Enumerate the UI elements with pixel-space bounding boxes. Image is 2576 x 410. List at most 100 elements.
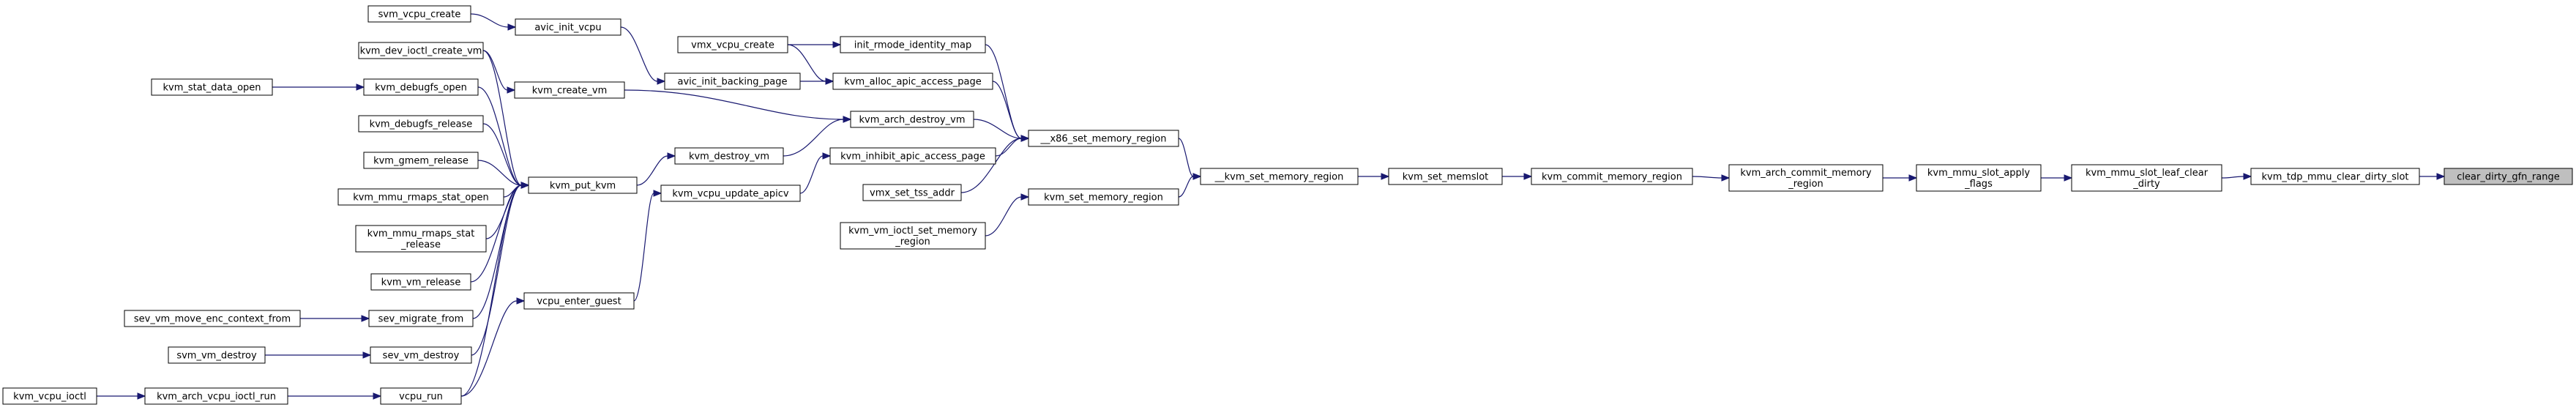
node-init-rmode-identity-map[interactable]: init_rmode_identity_map [840,36,986,53]
node-avic-init-backing-page[interactable]: avic_init_backing_page [664,72,801,90]
node-label: avic_init_backing_page [678,77,788,88]
node-label: kvm_mmu_rmaps_stat_open [353,193,489,204]
node-kvm-inhibit-apic-access-page[interactable]: kvm_inhibit_apic_access_page [829,147,996,165]
node-box [1531,168,1693,185]
node-avic-init-vcpu[interactable]: avic_init_vcpu [515,18,621,36]
edge-kvm-vcpu-update-apicv-to-kvm-inhibit-apic-access-page [799,152,832,194]
node-kvm-debugfs-open[interactable]: kvm_debugfs_open [363,78,479,96]
node-box [840,36,986,53]
node-label: kvm_commit_memory_region [1542,172,1682,183]
node-vcpu-run[interactable]: vcpu_run [380,387,462,405]
node-kvm-tdp-mmu-clear-dirty-slot[interactable]: kvm_tdp_mmu_clear_dirty_slot [2250,168,2420,185]
node-box [862,184,962,201]
node-sev-vm-move-enc-context-from[interactable]: sev_vm_move_enc_context_from [124,310,301,327]
node-vmx-set-tss-addr[interactable]: vmx_set_tss_addr [862,184,962,201]
node-svm-vm-destroy[interactable]: svm_vm_destroy [168,346,266,364]
node-box [380,387,462,405]
node-kvm-set-memory-region[interactable]: kvm_set_memory_region [1028,188,1179,206]
node-box [1728,164,1884,192]
node-kvm-mmu-rmaps-stat-open[interactable]: kvm_mmu_rmaps_stat_open [337,188,504,206]
node-box [677,36,788,53]
edge-arrowhead [667,152,676,160]
edge-line [985,44,1022,139]
edge-arrowhead [507,23,517,31]
node-kvm-put-kvm[interactable]: kvm_put_kvm [528,176,638,194]
node-kvm-mmu-slot-apply-flags[interactable]: kvm_mmu_slot_apply_flags [1916,164,2042,192]
edge-kvm-mmu-slot-apply-flags-to-kvm-mmu-slot-leaf-clear-dirty [2041,174,2073,182]
node-box [514,81,625,99]
node-kvm-mmu-slot-leaf-clear-dirty[interactable]: kvm_mmu_slot_leaf_clear_dirty [2071,164,2222,192]
node-label: kvm_dev_ioctl_create_vm [360,46,482,57]
edge-line [2221,176,2244,179]
node-label: kvm_arch_destroy_vm [859,115,966,126]
node-kvm-dev-ioctl-create-vm[interactable]: kvm_dev_ioctl_create_vm [358,42,484,59]
edge-line [1178,138,1194,177]
node-svm-vcpu-create[interactable]: svm_vcpu_create [367,5,471,23]
node-label: kvm_create_vm [532,86,608,97]
node-vcpu-enter-guest[interactable]: vcpu_enter_guest [523,292,635,310]
node-kvm-alloc-apic-access-page[interactable]: kvm_alloc_apic_access_page [832,72,993,90]
node-kvm-destroy-vm[interactable]: kvm_destroy_vm [674,147,784,165]
node-x86-set-memory-region[interactable]: __x86_set_memory_region [1028,130,1179,147]
node-box [124,310,301,327]
edge-line [995,138,1022,157]
node-kvm-debugfs-release[interactable]: kvm_debugfs_release [358,115,484,133]
node-kvm-vcpu-ioctl[interactable]: kvm_vcpu_ioctl [2,387,97,405]
node-label: vmx_set_tss_addr [870,188,955,199]
edge-arrowhead [1908,174,1918,182]
node-kvm-arch-commit-memory-region[interactable]: kvm_arch_commit_memory_region [1728,164,1884,192]
node-kvm-vm-release[interactable]: kvm_vm_release [370,273,471,291]
node-kvm-gmem-release[interactable]: kvm_gmem_release [363,152,479,169]
edge-line [636,155,668,186]
node-box [660,184,801,202]
node-label: kvm_mmu_rmaps_stat [367,228,475,239]
edge-kvm-tdp-mmu-clear-dirty-slot-to-clear-dirty-gfn-range [2419,173,2446,180]
node-label: _release [400,239,441,250]
edge-kvm-vm-ioctl-set-memory-region-to-kvm-set-memory-region [985,193,1030,236]
node-kvm-mmu-rmaps-stat-release[interactable]: kvm_mmu_rmaps_stat_release [355,225,487,253]
edge-kvm-dev-ioctl-create-vm-to-kvm-put-kvm [482,50,530,189]
node-label: kvm_destroy_vm [689,152,769,163]
edge-line [783,119,844,157]
node-kvm-create-vm[interactable]: kvm_create_vm [514,81,625,99]
node-box [2,387,97,405]
node-label: kvm_stat_data_open [163,83,261,94]
edge-arrowhead [1020,135,1030,142]
edge-kvm-set-memory-region-to-kvm-set-memslot [1358,173,1390,180]
node-sev-vm-destroy[interactable]: sev_vm_destroy [370,346,472,364]
node-vmx-vcpu-create[interactable]: vmx_vcpu_create [677,36,788,53]
node-kvm-arch-destroy-vm[interactable]: kvm_arch_destroy_vm [850,111,974,128]
edge-line [470,13,509,28]
node-box [840,222,986,250]
node-kvm-set-memory-region[interactable]: __kvm_set_memory_region [1200,168,1359,185]
node-kvm-commit-memory-region[interactable]: kvm_commit_memory_region [1531,168,1693,185]
node-box [1200,168,1359,185]
edge-svm-vcpu-create-to-avic-init-vcpu [470,13,517,31]
edge-arrowhead [653,190,662,197]
edge-vmx-set-tss-addr-to-x86-set-memory-region [960,135,1030,193]
node-box [1388,168,1503,185]
node-label: clear_dirty_gfn_range [2457,172,2559,183]
edge-kvm-commit-memory-region-to-kvm-arch-commit-memory-region [1692,174,1731,182]
node-kvm-vm-ioctl-set-memory-region[interactable]: kvm_vm_ioctl_set_memory_region [840,222,986,250]
edge-line [482,50,508,91]
edges-layer [96,13,2446,400]
node-box [2250,168,2420,185]
node-kvm-set-memslot[interactable]: kvm_set_memslot [1388,168,1503,185]
node-box [674,147,784,165]
node-label: kvm_set_memslot [1403,172,1489,183]
node-box [515,18,621,36]
node-kvm-arch-vcpu-ioctl-run[interactable]: kvm_arch_vcpu_ioctl_run [144,387,288,405]
edge-line [633,193,654,302]
node-sev-migrate-from[interactable]: sev_migrate_from [368,310,474,327]
edge-line [477,160,522,186]
edge-arrowhead [825,78,835,85]
node-kvm-vcpu-update-apicv[interactable]: kvm_vcpu_update_apicv [660,184,801,202]
node-label: kvm_vcpu_ioctl [13,392,86,403]
node-kvm-stat-data-open[interactable]: kvm_stat_data_open [151,78,273,96]
node-label: kvm_put_kvm [550,181,616,192]
node-label: kvm_debugfs_release [370,119,473,130]
node-label: __x86_set_memory_region [1039,134,1166,145]
node-label: svm_vcpu_create [378,10,461,20]
node-label: kvm_arch_commit_memory [1740,168,1872,179]
